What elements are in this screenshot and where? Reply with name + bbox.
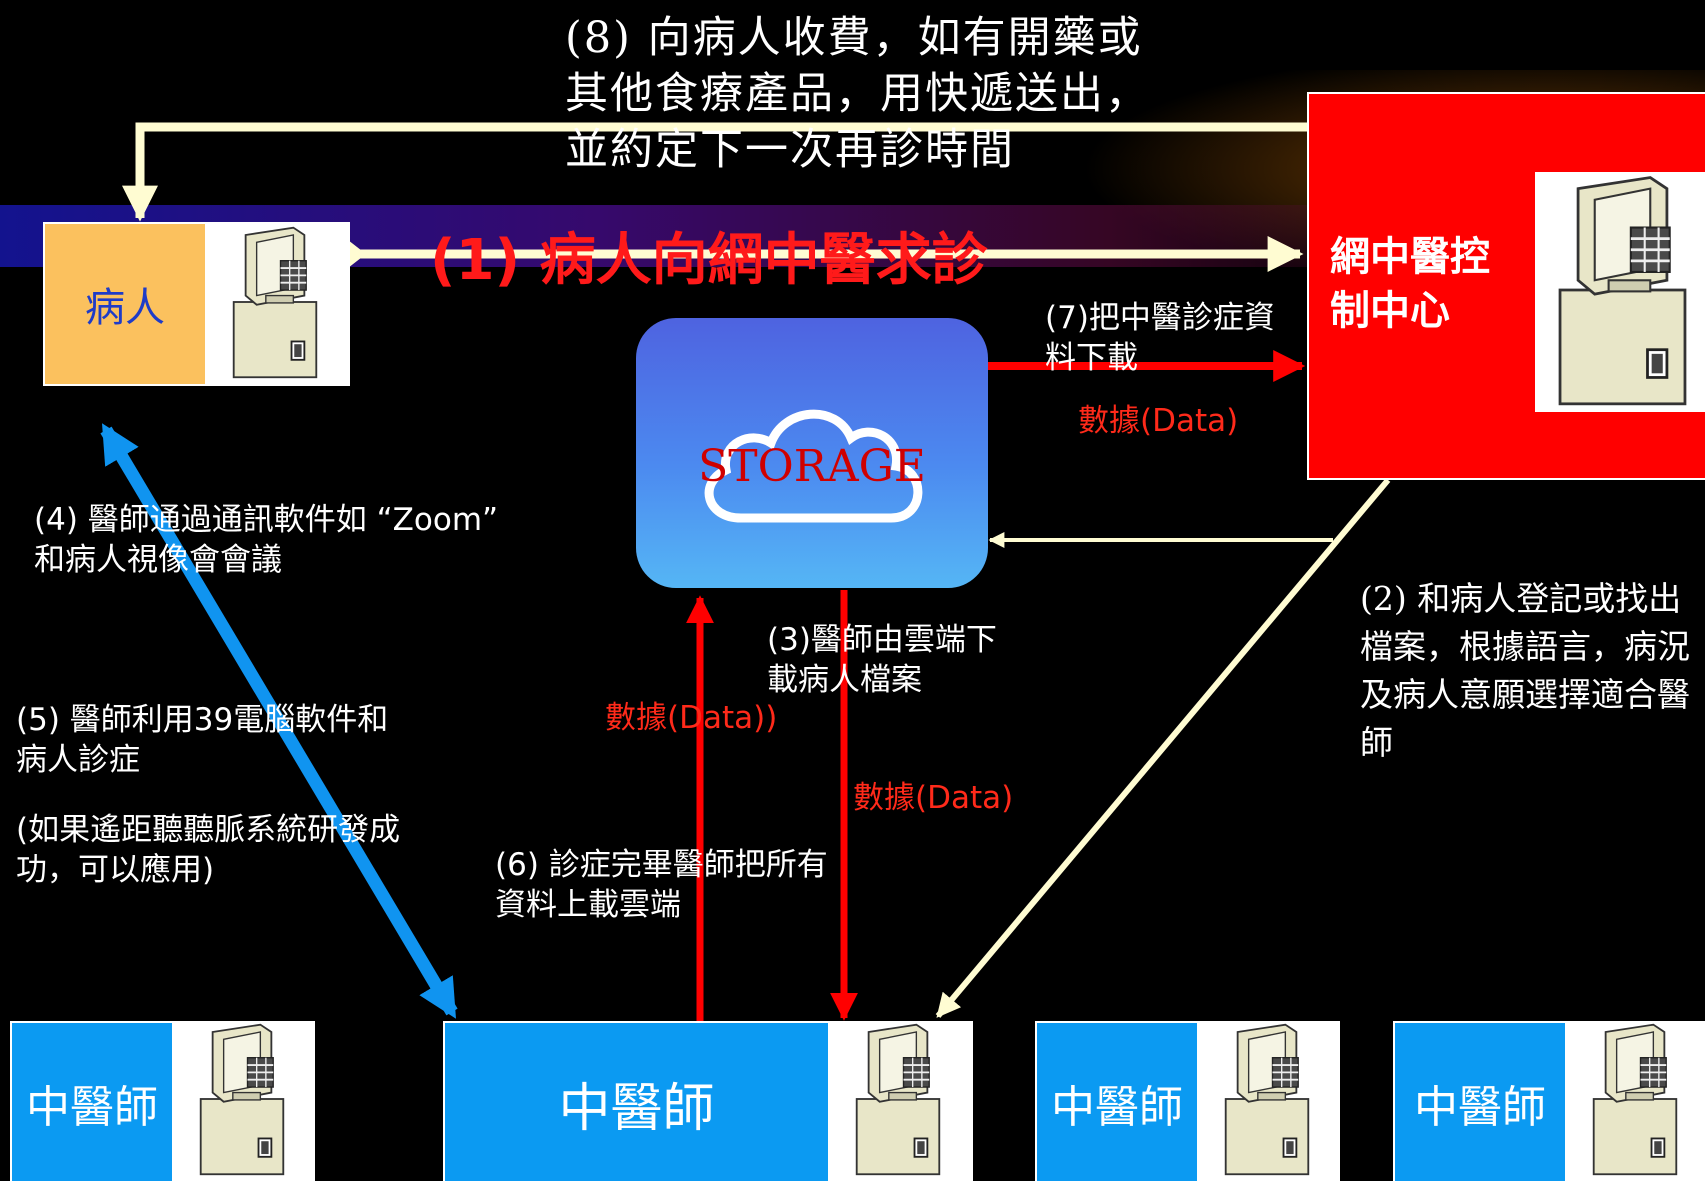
- upload-data-label: 數據(Data)): [605, 700, 778, 736]
- doctor-box-4: 中醫師: [1393, 1021, 1567, 1181]
- computer-icon: [1545, 172, 1700, 408]
- arrow-step4-video: [100, 423, 458, 1019]
- doctor-label: 中醫師: [26, 1082, 158, 1133]
- step2-text: (2) 和病人登記或找出檔案，根據語言，病況及病人意願選擇適合醫師: [1360, 579, 1690, 762]
- doctor-computer-4: [1565, 1021, 1705, 1181]
- patient-box: 病人: [43, 222, 207, 386]
- step8-text: (8) 向病人收費，如有開藥或其他食療產品，用快遞送出，並約定下一次再診時間: [565, 13, 1150, 175]
- doctor-computer-3: [1197, 1021, 1340, 1181]
- computer-icon: [1207, 1021, 1327, 1177]
- step5-text: (5) 醫師利用39電腦軟件和病人診症: [16, 702, 389, 778]
- doctor-computer-main: [828, 1021, 973, 1181]
- step7-data-label: 數據(Data): [1078, 403, 1239, 439]
- download-data-label: 數據(Data): [853, 780, 1014, 816]
- computer-icon: [215, 224, 335, 380]
- patient-computer: [205, 222, 350, 386]
- computer-icon: [1575, 1021, 1695, 1177]
- step4-text: (4) 醫師通過通訊軟件如 “Zoom” 和病人視像會會議: [34, 502, 499, 578]
- patient-label: 病人: [85, 285, 165, 331]
- step1-text: (1) 病人向網中醫求診: [430, 228, 988, 293]
- arrow-step8: [122, 122, 1307, 222]
- arrow-step2: [935, 478, 1391, 1018]
- computer-icon: [182, 1021, 302, 1177]
- storage-label: STORAGE: [698, 441, 926, 492]
- control-center-computer: [1535, 172, 1705, 412]
- doctor-box-3: 中醫師: [1035, 1021, 1199, 1181]
- doctor-box-1: 中醫師: [10, 1021, 174, 1181]
- doctor-label: 中醫師: [1051, 1082, 1183, 1133]
- step6-text: (6) 診症完畢醫師把所有資料上載雲端: [495, 847, 828, 923]
- step7-text: (7)把中醫診症資料下載: [1045, 300, 1275, 376]
- doctor-label: 中醫師: [1414, 1082, 1546, 1133]
- storage-cloud: STORAGE: [636, 318, 988, 588]
- step5-note-text: (如果遙距聽聽脈系統研發成功，可以應用): [16, 812, 401, 888]
- control-center-label: 網中醫控制中心: [1330, 234, 1490, 334]
- doctor-box-main: 中醫師: [443, 1021, 830, 1181]
- cloud-icon: [704, 409, 923, 523]
- doctor-label: 中醫師: [558, 1078, 715, 1139]
- doctor-computer-1: [172, 1021, 315, 1181]
- step3-text: (3)醫師由雲端下載病人檔案: [767, 622, 997, 698]
- computer-icon: [838, 1021, 958, 1177]
